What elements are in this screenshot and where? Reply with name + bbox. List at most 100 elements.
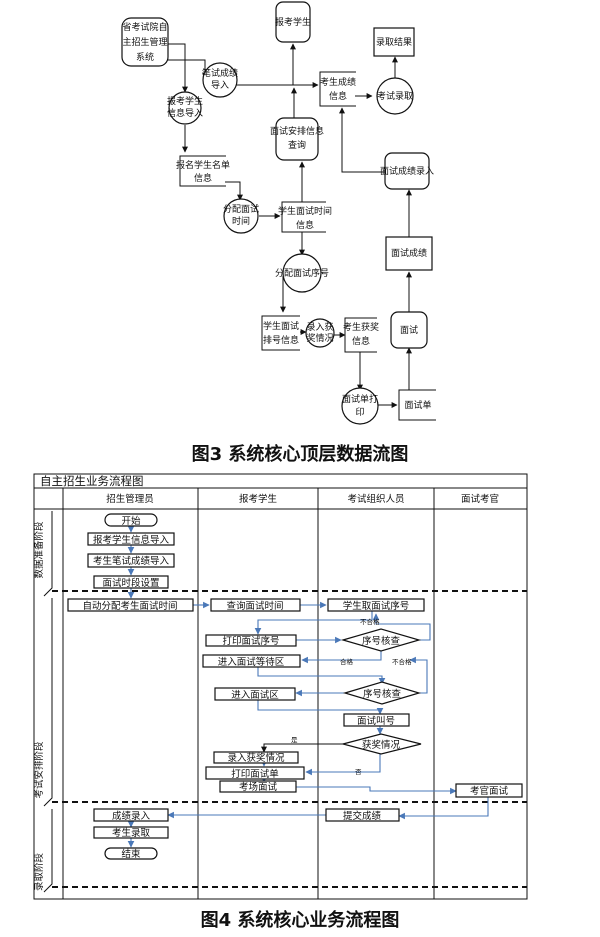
edge-sys-bishi [168, 59, 208, 79]
node-label: 信息 [352, 335, 370, 347]
step-label: 考生录取 [112, 827, 151, 839]
node-label: 分配面试序号 [275, 267, 329, 279]
step-label: 结束 [121, 848, 141, 860]
edge-wait-check2 [257, 667, 386, 685]
step-submit-score: 提交成绩 [325, 808, 400, 822]
node-label: 查询 [288, 139, 306, 151]
step-label: 面试时段设置 [102, 577, 159, 589]
edge-award-yes [261, 743, 344, 753]
step-label: 成绩录入 [112, 810, 151, 822]
node-label: 信息 [329, 90, 347, 102]
node-mianshi-query: 面试安排信息 查询 [270, 117, 324, 161]
node-award: 考生获奖 信息 [343, 317, 379, 353]
node-student-import: 报考学生 信息导入 [167, 91, 203, 125]
edge-award-no [305, 754, 381, 776]
node-label: 省考试院自 [122, 21, 167, 33]
step-label: 序号核查 [362, 635, 401, 647]
node-bishi-import: 笔试成绩 导入 [202, 62, 238, 98]
edge-label-fail2: 不合格 [392, 657, 412, 666]
node-label: 印 [355, 406, 364, 418]
node-label: 奖情况 [306, 332, 333, 344]
phase-label-arrange: 考试安排阶段 [33, 741, 45, 799]
step-wait-room: 进入面试等待区 [202, 654, 301, 668]
node-label: 面试成绩 [391, 247, 427, 259]
node-fenpei-time: 分配面试 时间 [223, 198, 259, 234]
node-mianshi-score: 面试成绩 [385, 236, 433, 271]
step-check2: 序号核查 [342, 681, 422, 705]
step-label: 开始 [121, 515, 141, 527]
phase-label-prep: 数据准备阶段 [33, 521, 45, 579]
edge-examiner-submit [398, 797, 489, 820]
step-label: 进入面试等待区 [218, 656, 285, 668]
figure3-caption: 图3 系统核心顶层数据流图 [192, 443, 409, 465]
figure4-edges [127, 526, 489, 848]
node-label: 导入 [211, 80, 229, 91]
node-kaoshi-luqu: 考试录取 [376, 77, 414, 115]
step-label: 考官面试 [470, 785, 509, 797]
step-score-entry: 成绩录入 [93, 808, 169, 822]
node-label: 报名学生名单 [176, 159, 230, 171]
node-paihao: 学生面试 排号信息 [261, 315, 300, 351]
step-label: 查询面试时间 [226, 600, 283, 612]
edge-label-fail1: 不合格 [360, 617, 380, 626]
node-label: 考试录取 [377, 90, 413, 102]
phase-bracket-1 [43, 511, 53, 597]
step-label: 获奖情况 [362, 739, 401, 751]
node-shengkaoshi: 省考试院自 主招生管理 系统 [121, 17, 169, 67]
edge-check1-fail [372, 613, 431, 641]
node-luru-award: 录入获 奖情况 [305, 318, 335, 348]
node-mianshi: 面试 [390, 311, 428, 349]
node-luqu-result: 录取结果 [373, 27, 415, 57]
step-label: 序号核查 [363, 688, 402, 700]
node-label: 考生获奖 [343, 321, 379, 333]
step-label: 打印面试序号 [222, 635, 279, 647]
step-start: 开始 [104, 513, 158, 527]
step-import-info: 报考学生信息导入 [87, 532, 175, 546]
figure4-caption: 图4 系统核心业务流程图 [201, 909, 400, 931]
step-label: 考场面试 [239, 781, 278, 793]
step-label: 录入获奖情况 [227, 752, 285, 764]
step-print-sheet: 打印面试单 [205, 766, 305, 780]
node-label: 信息导入 [167, 107, 203, 119]
step-examiner-interview: 考官面试 [455, 783, 523, 798]
node-label: 主招生管理 [122, 36, 167, 48]
lane-header-examiner: 面试考官 [461, 493, 499, 505]
step-set-slots: 面试时段设置 [93, 575, 169, 589]
edge-label-no: 否 [355, 768, 362, 776]
step-auto-assign: 自动分配考生面试时间 [67, 598, 194, 612]
edge-label-pass: 合格 [340, 657, 354, 666]
node-label: 信息 [296, 219, 314, 231]
step-label: 面试叫号 [357, 715, 395, 727]
edge-exam-examiner [296, 786, 457, 795]
step-end: 结束 [104, 847, 158, 860]
edge-mingdan-fenpei [225, 181, 243, 201]
node-label: 报考学生 [275, 16, 311, 28]
step-query-time: 查询面试时间 [210, 598, 301, 612]
figure3-dataflow: 省考试院自 主招生管理 系统 报考学生 录取结果 笔试成绩 导入 考生成绩 信息… [121, 1, 436, 465]
step-label: 考生笔试成绩导入 [93, 555, 170, 567]
node-label: 排号信息 [263, 334, 299, 346]
edge-sys-studentimport [163, 43, 188, 93]
node-label: 时间 [232, 215, 250, 227]
step-enter-award: 录入获奖情况 [213, 751, 299, 764]
step-exam-interview: 考场面试 [219, 780, 297, 793]
node-label: 信息 [194, 172, 212, 184]
node-mianshi-score-entry: 面试成绩录入 [380, 152, 434, 190]
node-label: 面试成绩录入 [380, 165, 434, 177]
edge-enter-call [257, 700, 384, 715]
node-label: 学生面试 [263, 320, 299, 332]
figure4-flowchart: 自主招生业务流程图 招生管理员 报考学生 考试组织人员 面试考官 数据准备阶段 … [33, 473, 528, 931]
step-take-seq: 学生取面试序号 [327, 598, 425, 612]
step-label: 提交成绩 [343, 810, 382, 822]
edge-take-print [254, 611, 373, 635]
node-fenpei-seq: 分配面试序号 [275, 253, 329, 293]
node-kaosheng-score: 考生成绩 信息 [319, 71, 356, 107]
edge-check1-wait [301, 651, 382, 664]
node-label: 录入获 [306, 322, 333, 333]
node-label: 面试单 [404, 399, 431, 411]
step-print-seq: 打印面试序号 [205, 634, 297, 647]
node-student-time: 学生面试时间 信息 [278, 201, 332, 233]
step-award-check: 获奖情况 [340, 733, 422, 755]
step-label: 学生取面试序号 [343, 600, 410, 612]
